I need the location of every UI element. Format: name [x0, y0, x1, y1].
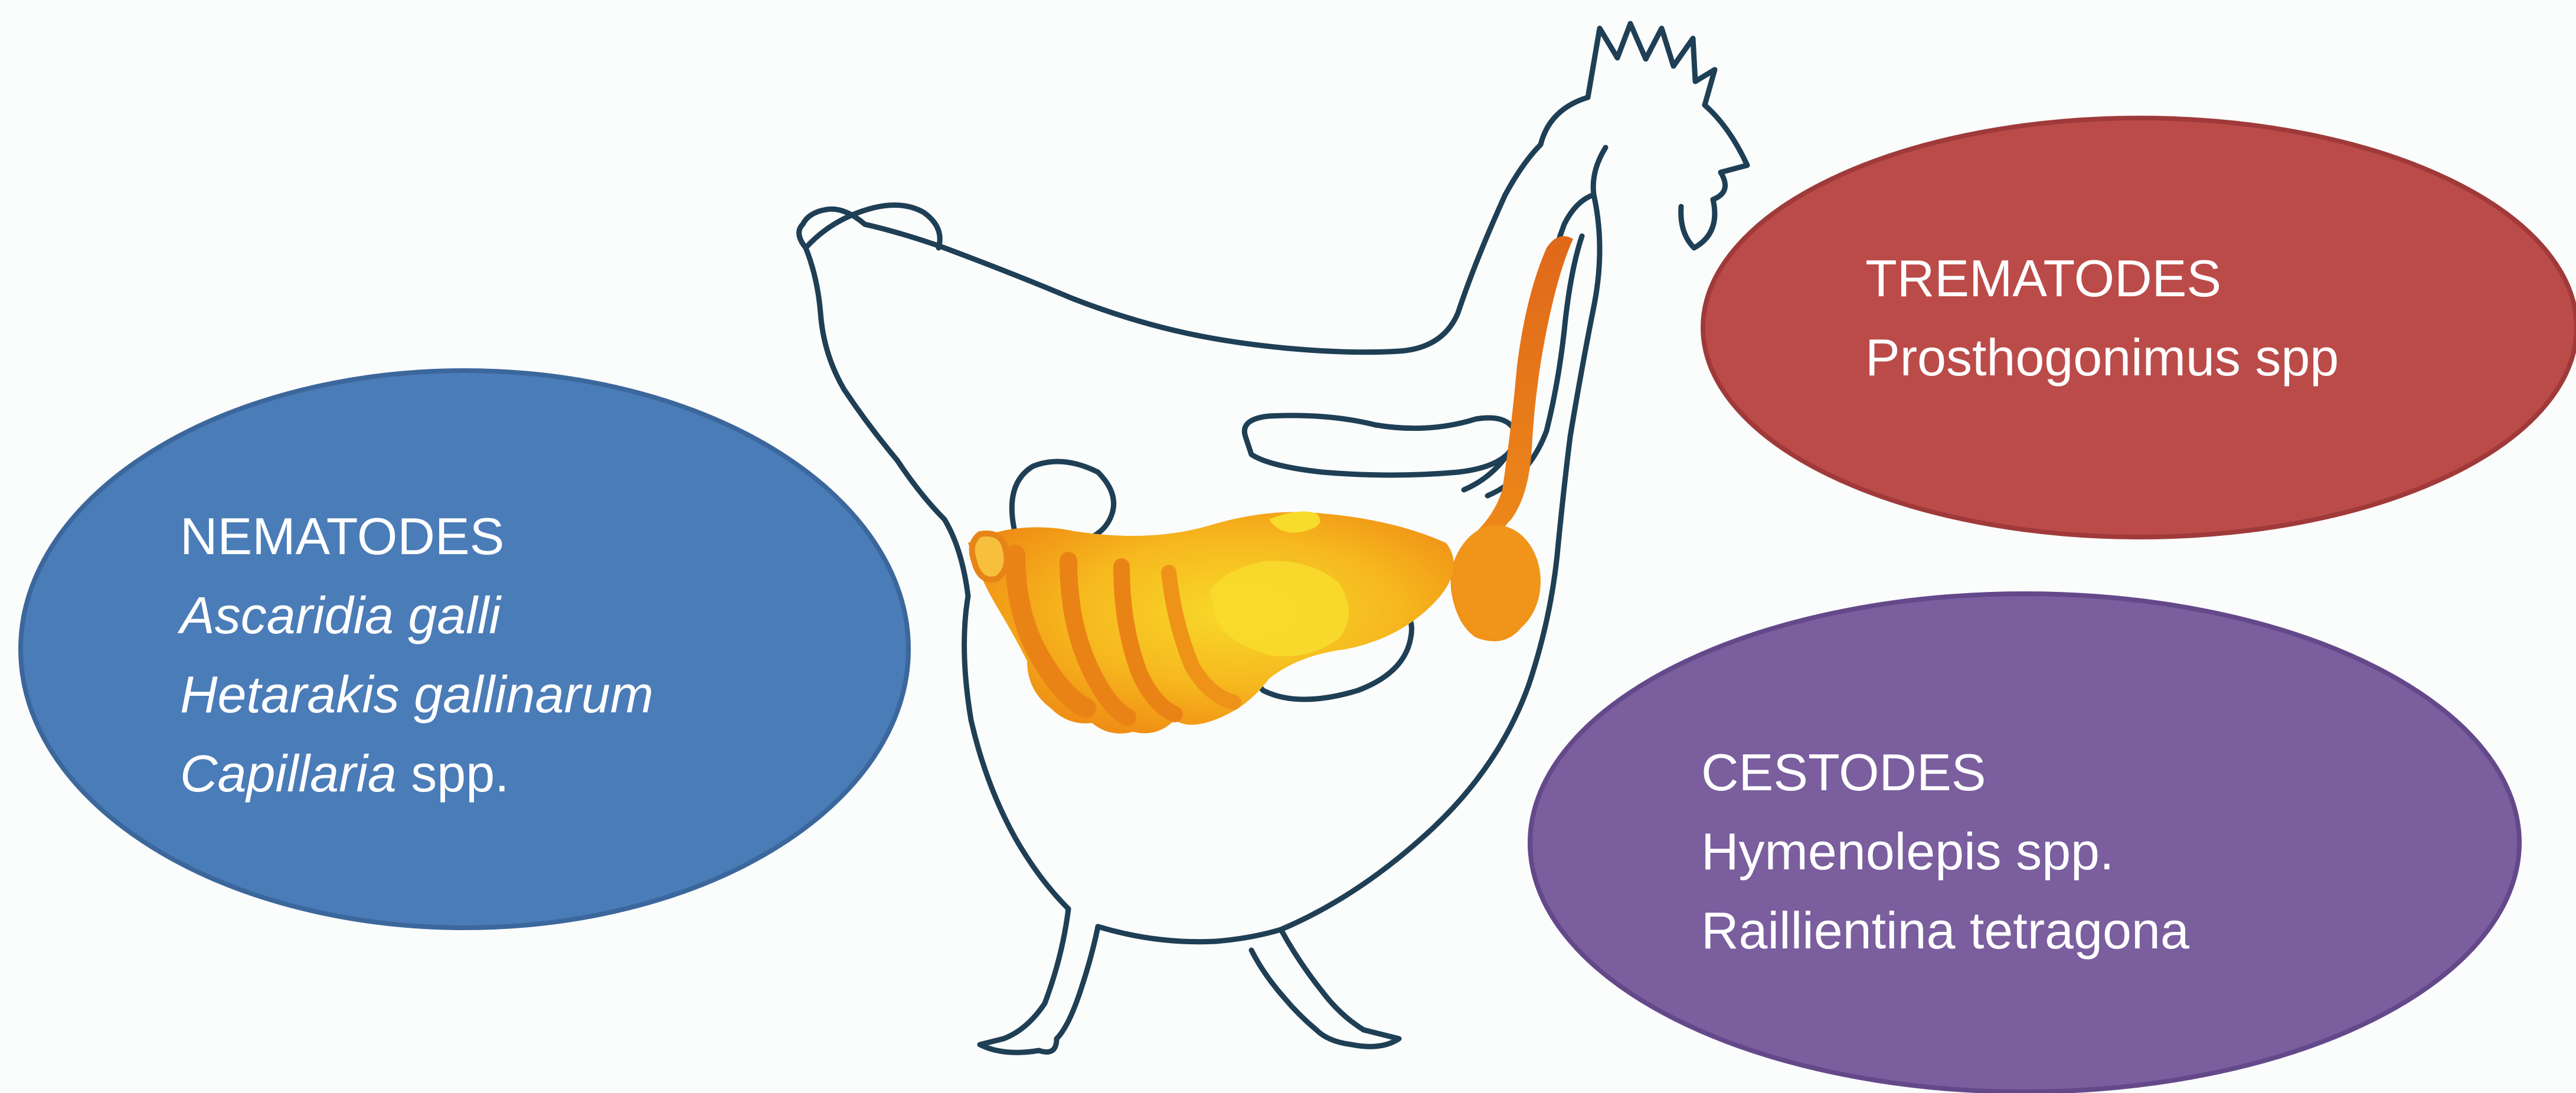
- organ-outline-3: [1244, 415, 1517, 475]
- cestodes-label: CESTODES Hymenolepis spp. Raillientina t…: [1701, 733, 2189, 970]
- nematodes-species-3: Capillaria spp.: [180, 734, 653, 813]
- right-leg-outline: [1251, 930, 1399, 1046]
- cestodes-species-2: Raillientina tetragona: [1701, 891, 2189, 970]
- trematodes-species-1: Prosthogonimus spp: [1865, 318, 2339, 397]
- cestodes-species-1: Hymenolepis spp.: [1701, 812, 2189, 891]
- nematodes-label: NEMATODES Ascaridia galli Hetarakis gall…: [180, 497, 653, 813]
- head-neck-outline: [865, 97, 1588, 352]
- comb-outline: [1588, 24, 1715, 105]
- nematodes-species-2: Hetarakis gallinarum: [180, 655, 653, 734]
- trematodes-label: TREMATODES Prosthogonimus spp: [1865, 239, 2339, 397]
- intestines: [968, 512, 1454, 734]
- nematodes-heading: NEMATODES: [180, 497, 653, 576]
- trematodes-heading: TREMATODES: [1865, 239, 2339, 318]
- species-name: Ascaridia galli: [180, 586, 501, 644]
- cloaca: [972, 534, 1007, 580]
- species-name: Hetarakis gallinarum: [180, 665, 653, 724]
- digestive-tract: [968, 236, 1573, 734]
- gizzard: [1452, 525, 1541, 637]
- species-suffix: spp.: [397, 744, 509, 803]
- beak-outline: [1705, 105, 1747, 199]
- nematodes-species-1: Ascaridia galli: [180, 576, 653, 655]
- left-leg-outline: [980, 909, 1098, 1052]
- wattle-outline: [1681, 199, 1715, 248]
- underbody-outline: [1098, 927, 1281, 942]
- species-name: Capillaria: [180, 744, 397, 803]
- cestodes-heading: CESTODES: [1701, 733, 2189, 812]
